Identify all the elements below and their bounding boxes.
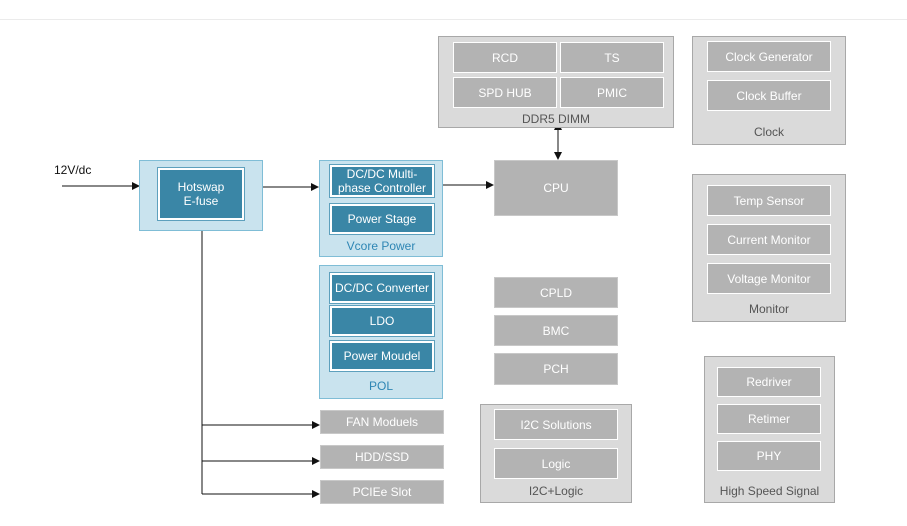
retimer-block[interactable]: Retimer — [717, 404, 821, 434]
current-monitor-block[interactable]: Current Monitor — [707, 224, 831, 255]
redriver-block[interactable]: Redriver — [717, 367, 821, 397]
high-speed-signal-caption: High Speed Signal — [719, 484, 820, 498]
power-module-block[interactable]: Power Moudel — [330, 341, 434, 371]
hotswap-efuse-block[interactable]: Hotswap E-fuse — [158, 168, 244, 220]
hotswap-label-line1: Hotswap — [177, 180, 225, 194]
hotswap-label-line2: E-fuse — [183, 194, 219, 208]
fan-modules-block[interactable]: FAN Moduels — [320, 410, 444, 434]
input-voltage-label: 12V/dc — [54, 163, 92, 177]
i2c-logic-caption: I2C+Logic — [528, 484, 584, 498]
pmic-block[interactable]: PMIC — [560, 77, 664, 108]
top-divider — [0, 19, 907, 20]
controller-label-line2: phase Controller — [337, 181, 427, 195]
logic-block[interactable]: Logic — [494, 448, 618, 479]
temp-sensor-block[interactable]: Temp Sensor — [707, 185, 831, 216]
ts-block[interactable]: TS — [560, 42, 664, 73]
monitor-caption: Monitor — [748, 302, 789, 316]
phy-block[interactable]: PHY — [717, 441, 821, 471]
power-stage-block[interactable]: Power Stage — [330, 204, 434, 234]
ddr5-dimm-caption: DDR5 DIMM — [522, 112, 590, 126]
clock-generator-block[interactable]: Clock Generator — [707, 41, 831, 72]
cpu-block[interactable]: CPU — [494, 160, 618, 216]
voltage-monitor-block[interactable]: Voltage Monitor — [707, 263, 831, 294]
i2c-solutions-block[interactable]: I2C Solutions — [494, 409, 618, 440]
cpld-block[interactable]: CPLD — [494, 277, 618, 308]
pcie-slot-block[interactable]: PCIEe Slot — [320, 480, 444, 504]
pch-block[interactable]: PCH — [494, 353, 618, 385]
clock-buffer-block[interactable]: Clock Buffer — [707, 80, 831, 111]
spd-hub-block[interactable]: SPD HUB — [453, 77, 557, 108]
bmc-block[interactable]: BMC — [494, 315, 618, 346]
pol-caption: POL — [368, 379, 393, 393]
multiphase-controller-block[interactable]: DC/DC Multi- phase Controller — [330, 165, 434, 197]
hdd-ssd-block[interactable]: HDD/SSD — [320, 445, 444, 469]
rcd-block[interactable]: RCD — [453, 42, 557, 73]
dcdc-converter-block[interactable]: DC/DC Converter — [330, 273, 434, 303]
ldo-block[interactable]: LDO — [330, 306, 434, 336]
clock-caption: Clock — [753, 125, 784, 139]
vcore-power-caption: Vcore Power — [346, 239, 416, 253]
controller-label-line1: DC/DC Multi- — [346, 167, 418, 181]
